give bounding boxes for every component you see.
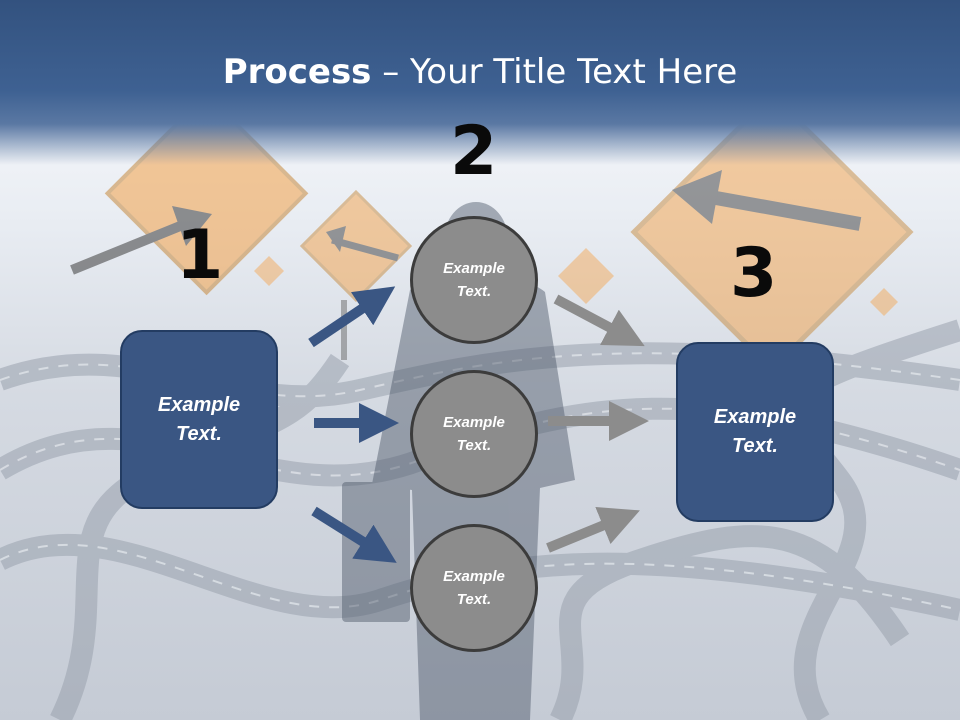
title-band <box>0 0 960 165</box>
step-3-box: Example Text. <box>676 342 834 522</box>
title-bold: Process <box>222 52 372 92</box>
step-1-box: Example Text. <box>120 330 278 509</box>
step-2-circle-top: Example Text. <box>410 216 538 344</box>
road-sign-small <box>254 248 898 316</box>
arrow-2-to-3-bottom <box>546 507 640 553</box>
step-2-circle-bottom: Example Text. <box>410 524 538 652</box>
slide-title: Process – Your Title Text Here <box>0 52 960 92</box>
step-1-number: 1 <box>176 216 224 295</box>
arrow-1-to-2-bottom <box>311 506 397 563</box>
step-2-number: 2 <box>450 112 498 191</box>
arrow-2-to-3-top <box>553 294 645 347</box>
arrow-1-to-2-top <box>308 286 396 348</box>
step-3-number: 3 <box>730 234 778 313</box>
step-2-circle-middle: Example Text. <box>410 370 538 498</box>
title-rest: – Your Title Text Here <box>371 52 738 92</box>
